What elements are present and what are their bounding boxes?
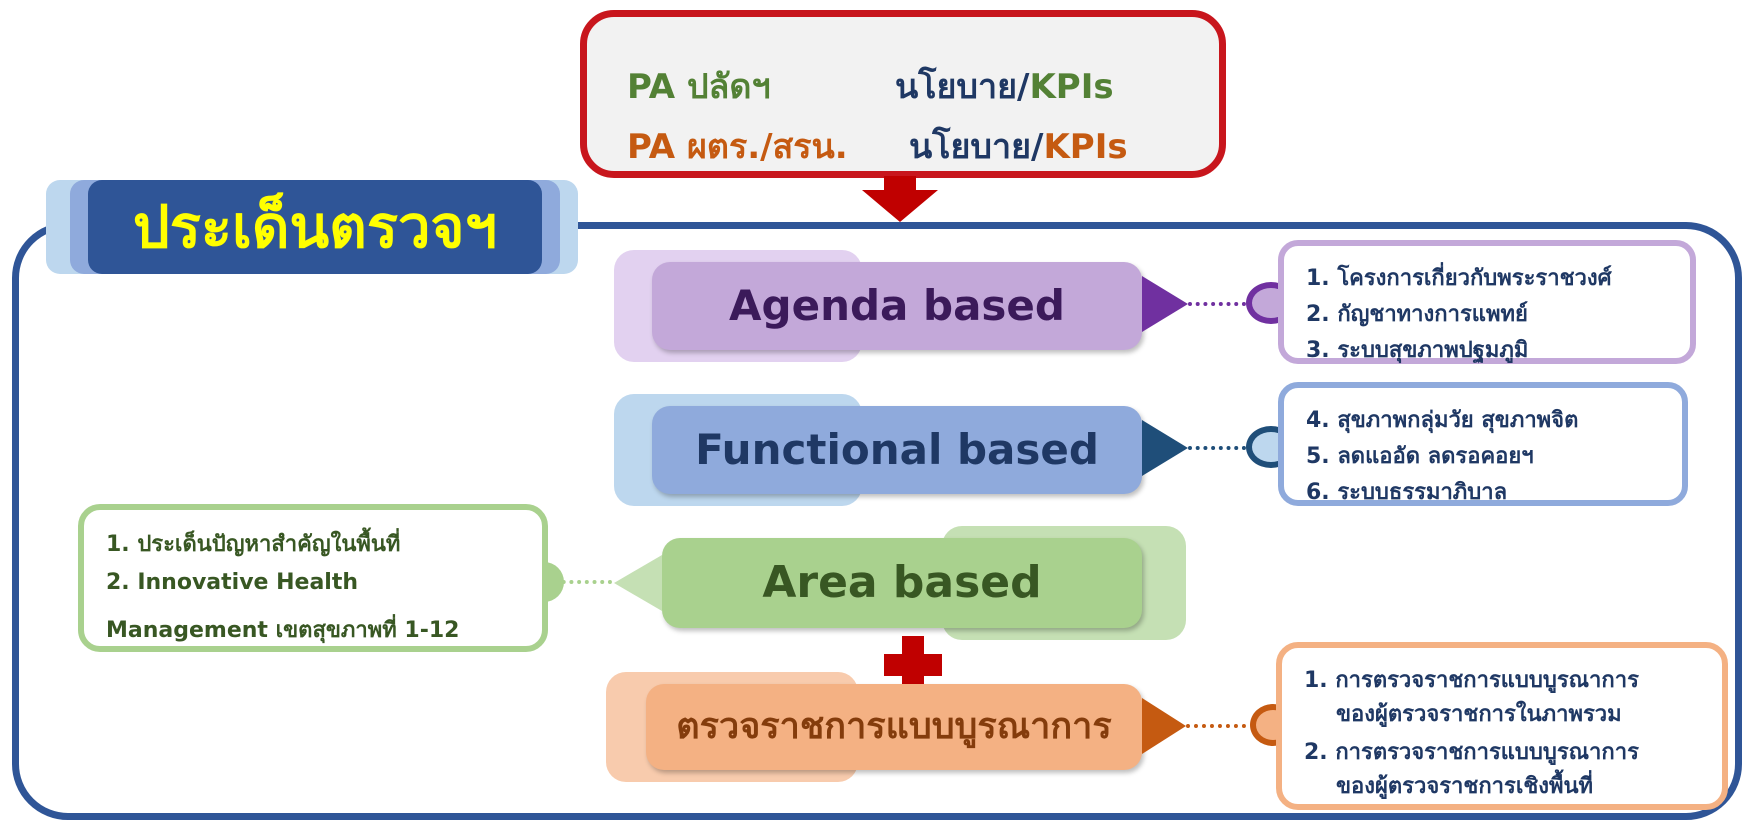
- policy-text-2: นโยบาย/: [909, 127, 1044, 167]
- integrated-inspection-box: ตรวจราชการแบบบูรณาการ: [646, 684, 1142, 770]
- integrated-pointer-icon: [1142, 698, 1186, 754]
- agenda-based-box: Agenda based: [652, 262, 1142, 350]
- policy-kpi-2: นโยบาย/KPIs: [909, 119, 1128, 173]
- area-items-box: 1. ประเด็นปัญหาสำคัญในพื้นที่ 2. Innovat…: [78, 504, 548, 652]
- agenda-item-1: 1. โครงการเกี่ยวกับพระราชวงศ์: [1306, 266, 1612, 291]
- policy-text-1: นโยบาย/: [895, 67, 1030, 107]
- pa-line-permanent-secretary: PA ปลัดฯ นโยบาย/KPIs: [627, 59, 1114, 113]
- plus-icon-bar: [884, 654, 942, 676]
- integrated-item-1: 1. การตรวจราชการแบบบูรณาการ: [1304, 668, 1639, 693]
- functional-items-box: 4. สุขภาพกลุ่มวัย สุขภาพจิต 5. ลดแออัด ล…: [1278, 382, 1688, 506]
- area-pointer-icon: [614, 555, 662, 611]
- policy-kpi-1: นโยบาย/KPIs: [895, 59, 1114, 113]
- agenda-connector: [1188, 302, 1246, 306]
- page-title: ประเด็นตรวจฯ: [88, 180, 542, 274]
- functional-based-box: Functional based: [652, 406, 1142, 494]
- agenda-item-2: 2. กัญชาทางการแพทย์: [1306, 302, 1528, 327]
- integrated-item-2-cont: ของผู้ตรวจราชการเชิงพื้นที่: [1336, 774, 1594, 799]
- integrated-item-1-cont: ของผู้ตรวจราชการในภาพรวม: [1336, 702, 1622, 727]
- integrated-item-2: 2. การตรวจราชการแบบบูรณาการ: [1304, 740, 1639, 765]
- pa-policy-box: PA ปลัดฯ นโยบาย/KPIs PA ผตร./สรน. นโยบาย…: [580, 10, 1226, 178]
- functional-connector: [1188, 446, 1246, 450]
- area-item-2: 2. Innovative Health: [106, 570, 359, 595]
- pa-line-inspector: PA ผตร./สรน. นโยบาย/KPIs: [627, 119, 1128, 173]
- down-arrow-icon: [862, 176, 938, 222]
- functional-item-4: 4. สุขภาพกลุ่มวัย สุขภาพจิต: [1306, 408, 1579, 433]
- pa-label-inspector: PA ผตร./สรน.: [627, 127, 848, 167]
- area-item-2-cont: Management เขตสุขภาพที่ 1-12: [106, 618, 460, 643]
- integrated-items-box: 1. การตรวจราชการแบบบูรณาการ ของผู้ตรวจรา…: [1276, 642, 1728, 810]
- area-based-box: Area based: [662, 538, 1142, 628]
- functional-item-6: 6. ระบบธรรมาภิบาล: [1306, 480, 1508, 505]
- integrated-connector: [1186, 724, 1246, 728]
- functional-pointer-icon: [1142, 420, 1188, 476]
- agenda-item-3: 3. ระบบสุขภาพปฐมภูมิ: [1306, 338, 1529, 363]
- kpi-text-2: KPIs: [1043, 127, 1128, 167]
- functional-item-5: 5. ลดแออัด ลดรอคอยฯ: [1306, 444, 1534, 469]
- area-connector: [554, 580, 612, 584]
- pa-label-permanent-secretary: PA ปลัดฯ: [627, 67, 771, 107]
- agenda-pointer-icon: [1142, 276, 1188, 332]
- kpi-text-1: KPIs: [1029, 67, 1114, 107]
- area-item-1: 1. ประเด็นปัญหาสำคัญในพื้นที่: [106, 532, 401, 557]
- agenda-items-box: 1. โครงการเกี่ยวกับพระราชวงศ์ 2. กัญชาทา…: [1278, 240, 1696, 364]
